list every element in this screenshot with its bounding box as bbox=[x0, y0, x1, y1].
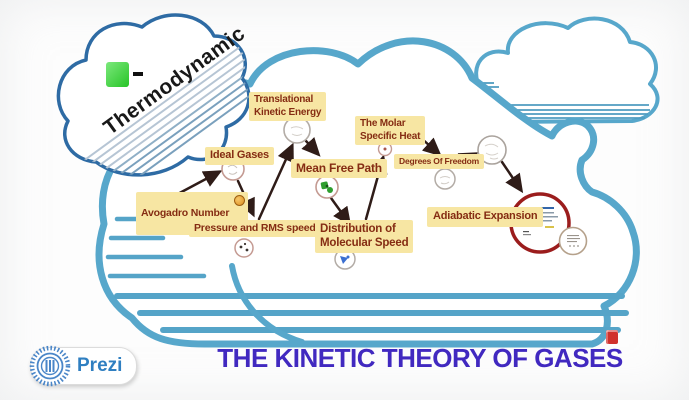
top-right-cloud[interactable] bbox=[469, 16, 660, 124]
topic-label-adiabatic-expansion[interactable]: Adiabatic Expansion bbox=[427, 207, 544, 227]
sketch bbox=[484, 143, 499, 160]
topic-label-translational-kinetic-energy[interactable]: Translational Kinetic Energy bbox=[249, 92, 327, 121]
topic-label-ideal-gases[interactable]: Ideal Gases bbox=[205, 147, 274, 165]
particles-icon bbox=[239, 242, 249, 252]
prezi-logo-badge[interactable]: Prezi bbox=[29, 345, 138, 387]
prezi-sunburst-icon bbox=[29, 345, 71, 387]
topic-label-molar-specific-heat[interactable]: The Molar Specific Heat bbox=[355, 116, 426, 145]
thermodynamic-cloud[interactable] bbox=[56, 13, 270, 234]
circle-pressure-rms[interactable] bbox=[234, 238, 254, 258]
junction-circle[interactable] bbox=[477, 135, 507, 165]
minus-glyph bbox=[133, 72, 143, 76]
blue-speed-icon bbox=[340, 255, 350, 264]
circle-degrees[interactable] bbox=[434, 168, 456, 190]
sub-slide-text bbox=[567, 235, 580, 247]
topic-label-text: Avogadro Number bbox=[141, 207, 230, 220]
presentation-title: THE KINETIC THEORY OF GASES bbox=[217, 343, 623, 373]
sketch bbox=[290, 126, 304, 136]
topic-label-degrees-of-freedom[interactable]: Degrees Of Freedom bbox=[394, 154, 485, 169]
green-molecule-icon bbox=[320, 181, 333, 193]
inner-lobe-arc bbox=[229, 263, 305, 345]
topic-label-pressure-rms-speed[interactable]: Pressure and RMS speed bbox=[189, 220, 321, 238]
green-media-chip-icon[interactable] bbox=[106, 62, 129, 87]
topic-label-mean-free-path[interactable]: Mean Free Path bbox=[291, 159, 387, 178]
sketch bbox=[439, 176, 451, 185]
sketch bbox=[227, 164, 238, 175]
red-marker-icon[interactable] bbox=[606, 330, 618, 344]
orange-badge-icon bbox=[234, 195, 246, 206]
cloud-text-stripes bbox=[105, 216, 629, 333]
topic-label-distribution-molecular-speed[interactable]: Distribution of Molecular Speed bbox=[315, 220, 414, 253]
connection-arrows bbox=[172, 136, 524, 227]
prezi-logo-text: Prezi bbox=[77, 355, 123, 376]
sketch bbox=[383, 147, 387, 151]
